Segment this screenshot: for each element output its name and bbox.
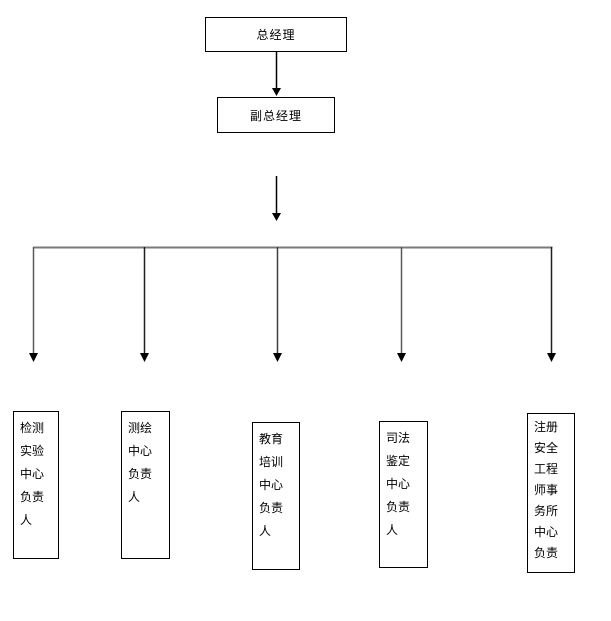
arrow-down-icon bbox=[140, 353, 149, 362]
general-manager-label: 总经理 bbox=[256, 28, 296, 42]
org-box-deputy-general-manager: 副总经理 bbox=[217, 97, 335, 133]
branch-drop-5 bbox=[547, 247, 556, 362]
branch-drop-1 bbox=[29, 247, 38, 362]
arrow-down-icon bbox=[29, 353, 38, 362]
arrow-down-icon bbox=[273, 353, 282, 362]
org-box-testing-lab-center: 检测 实验 中心 负责 人 bbox=[13, 411, 59, 559]
arrow-down-icon bbox=[397, 353, 406, 362]
branch-drop-3 bbox=[273, 247, 282, 362]
arrow-down-icon bbox=[547, 353, 556, 362]
arrow-root-to-deputy bbox=[272, 52, 281, 96]
org-box-education-training-center: 教育 培训 中心 负责 人 bbox=[252, 422, 300, 570]
org-box-general-manager: 总经理 bbox=[205, 17, 347, 52]
org-box-surveying-mapping-center: 测绘 中心 负责 人 bbox=[121, 411, 170, 559]
branch-drop-2 bbox=[140, 247, 149, 362]
branch-drop-4 bbox=[397, 247, 406, 362]
arrow-deputy-to-branch bbox=[272, 176, 281, 221]
org-box-judicial-appraisal-center: 司法 鉴定 中心 负责 人 bbox=[379, 421, 428, 568]
arrow-down-icon bbox=[272, 213, 281, 221]
deputy-general-manager-label: 副总经理 bbox=[249, 108, 302, 123]
org-box-registered-safety-engineer-office-center: 注册 安全 工程 师事 务所 中心 负责 bbox=[527, 413, 575, 573]
arrow-down-icon bbox=[272, 88, 281, 96]
